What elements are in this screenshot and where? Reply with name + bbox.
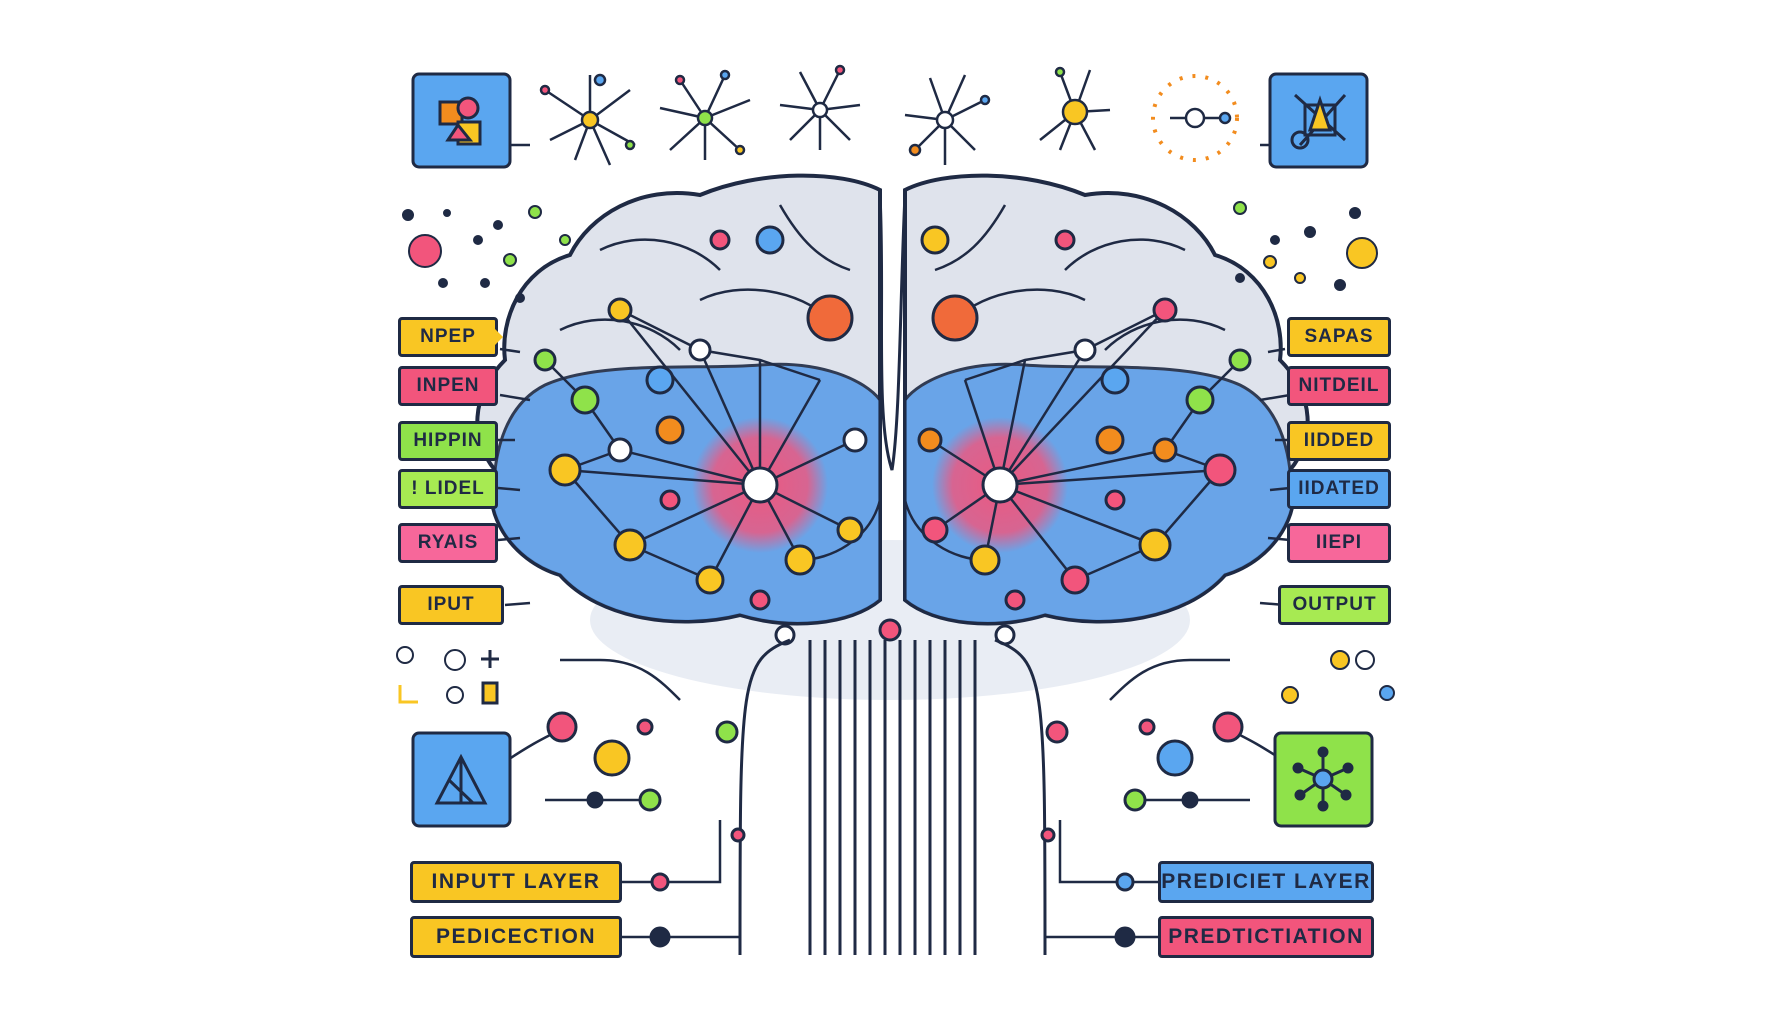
prediction-right-label: PREDTICTIATION: [1158, 916, 1374, 958]
network-nodes: [533, 225, 1252, 646]
right-label-5: IIEPI: [1287, 523, 1391, 563]
left-label-4: ! LIDEL: [398, 469, 498, 509]
network-node-icon: [1292, 746, 1354, 812]
right-label-3: IIDDED: [1287, 421, 1391, 461]
predict-layer-label: PREDICIET LAYER: [1158, 861, 1374, 903]
cluster-3: [779, 64, 861, 150]
brain-stem-lines: [738, 638, 1047, 956]
shapes-icon: [438, 96, 482, 146]
corner-box-top-left: [411, 72, 512, 169]
left-label-5: RYAIS: [398, 523, 498, 563]
connector-dots: [546, 711, 1244, 948]
input-layer-label: INPUTT LAYER: [410, 861, 622, 903]
shapes-icon: [1290, 93, 1347, 150]
brain-folds: [559, 204, 1226, 351]
cluster-2: [659, 69, 751, 160]
right-label-1: SAPAS: [1287, 317, 1391, 357]
cluster-5: [1039, 66, 1111, 151]
cluster-1: [539, 73, 636, 166]
cluster-4: [904, 74, 991, 165]
right-label-6: OUTPUT: [1278, 585, 1391, 625]
triangle-icon: [434, 753, 488, 805]
prediction-left-label: PEDICECTION: [410, 916, 622, 958]
left-label-3: HIPPIN: [398, 421, 498, 461]
corner-box-top-right: [1268, 72, 1369, 169]
top-node-clusters: [539, 64, 1239, 166]
confetti-dots: [396, 201, 1395, 704]
left-label-6: IPUT: [398, 585, 504, 625]
left-small-glyphs: [398, 650, 499, 705]
left-label-1: NPEP: [398, 317, 498, 357]
cluster-6: [1151, 74, 1239, 162]
corner-box-bottom-right: [1273, 731, 1374, 828]
right-label-4: IIDATED: [1287, 469, 1391, 509]
brain-center-fold: [878, 194, 907, 471]
right-label-2: NITDEIL: [1287, 366, 1391, 406]
left-label-2: INPEN: [398, 366, 498, 406]
corner-box-bottom-left: [411, 731, 512, 828]
